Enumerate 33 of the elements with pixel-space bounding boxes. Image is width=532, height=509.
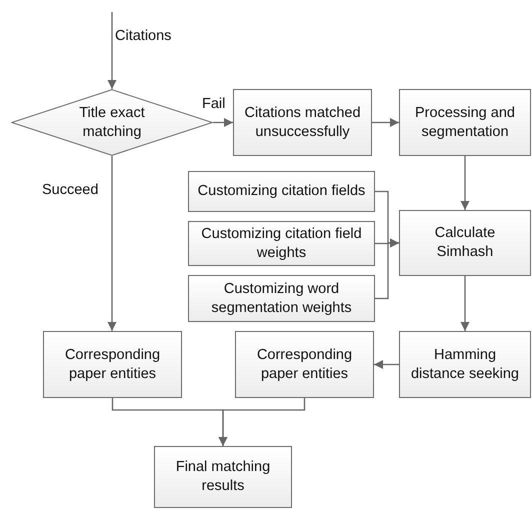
process-box [399, 210, 531, 276]
node-text: Corresponding paper entities [64, 346, 162, 384]
node-text: Customizing citation fields [198, 182, 366, 201]
arrow [108, 156, 116, 331]
arrow [460, 156, 470, 210]
process-box [188, 171, 375, 212]
arrow [108, 12, 116, 89]
node-text: Final matching results [174, 458, 272, 496]
process-box [399, 89, 531, 156]
process-box [188, 275, 375, 322]
edge-label: Fail [202, 96, 226, 112]
process-box [233, 89, 372, 156]
edge-label: Citations [115, 28, 172, 44]
arrow [375, 238, 399, 300]
node-text: Corresponding paper entities [256, 346, 354, 384]
node-text: Processing and segmentation [414, 104, 516, 142]
arrow [213, 118, 233, 127]
process-box [43, 331, 182, 398]
node-text: Calculate Simhash [434, 224, 496, 262]
node-text: Hamming distance seeking [410, 346, 520, 384]
node-text: Title exact matching [78, 104, 146, 142]
node-text: Customizing word segmentation weights [210, 280, 353, 318]
process-box [235, 331, 374, 398]
edge-label: Succeed [42, 182, 98, 198]
process-box [399, 331, 531, 398]
arrow [460, 276, 470, 331]
arrow [374, 360, 399, 369]
node-text: Citations matched unsuccessfully [243, 104, 362, 142]
arrow [372, 118, 399, 127]
node-text: Customizing citation field weights [200, 224, 363, 262]
process-box [154, 446, 292, 508]
arrow [218, 398, 306, 446]
process-box [188, 221, 375, 266]
